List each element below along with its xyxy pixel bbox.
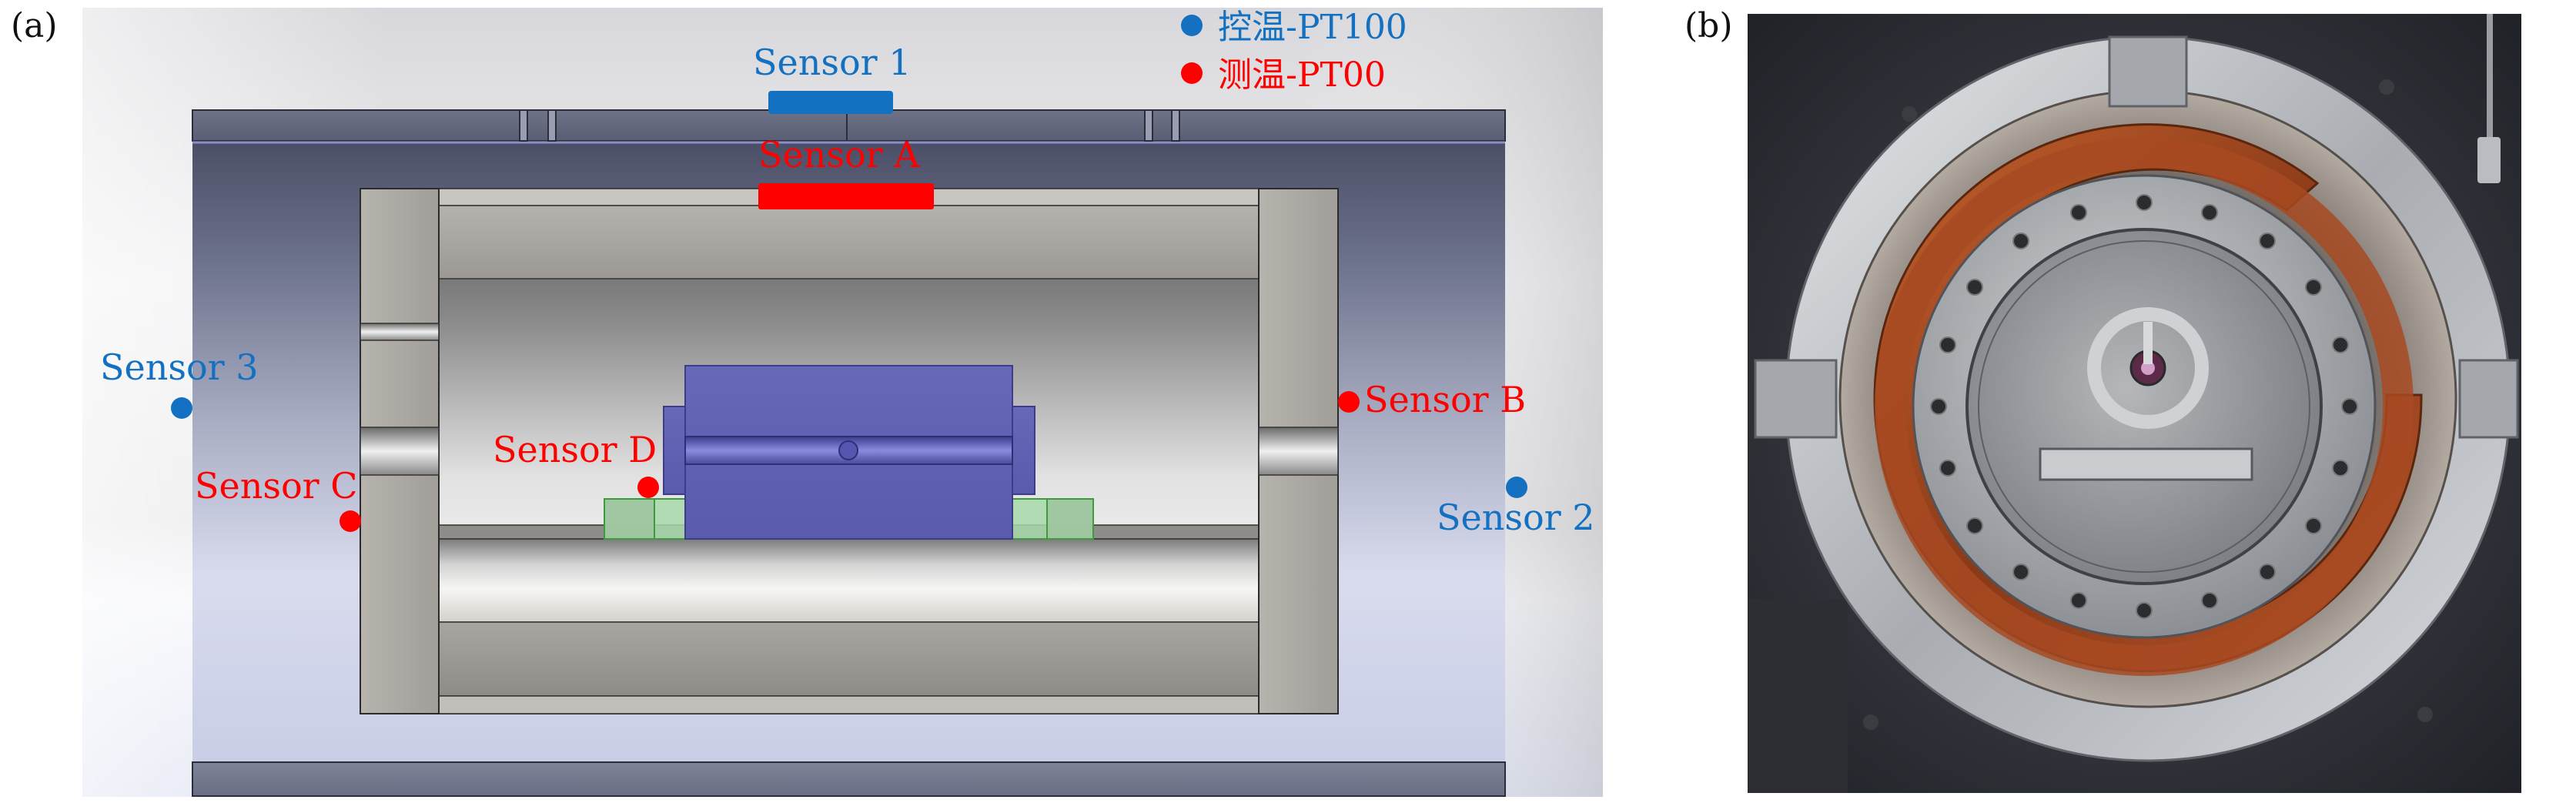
sensor-2-dot bbox=[1506, 477, 1527, 498]
sensor-b-dot bbox=[1338, 391, 1360, 413]
housing-screws bbox=[1863, 79, 2433, 730]
sensor-d-dot bbox=[637, 477, 659, 498]
panel-label-b: (b) bbox=[1684, 6, 1733, 45]
crystal-mount-bar bbox=[2039, 447, 2253, 481]
legend-control-marker bbox=[1181, 15, 1203, 36]
sensor-c-dot bbox=[340, 510, 361, 532]
legend: 控温-PT100 测温-PT00 bbox=[1181, 8, 1407, 95]
sensor-c-label: Sensor C bbox=[195, 465, 357, 507]
sensor-a-label: Sensor A bbox=[758, 134, 920, 176]
legend-measure-marker bbox=[1181, 62, 1203, 84]
optical-window bbox=[1965, 228, 2323, 585]
sensor-3-dot bbox=[171, 397, 192, 419]
outer-top-flange bbox=[192, 109, 1506, 142]
cross-section-diagram: Sensor 1 Sensor A Sensor 3 Sensor B Sens… bbox=[82, 8, 1603, 797]
sensor-a-pad bbox=[758, 183, 934, 209]
sensor-b-label: Sensor B bbox=[1364, 379, 1526, 420]
sensor-1-label: Sensor 1 bbox=[753, 42, 912, 83]
panel-label-a: (a) bbox=[11, 6, 58, 45]
inner-lower-cylinder bbox=[438, 538, 1260, 623]
apparatus-photo bbox=[1748, 14, 2521, 793]
sensor-d-label: Sensor D bbox=[493, 429, 657, 470]
bolt-holes bbox=[1930, 194, 2358, 619]
legend-control-label: 控温-PT100 bbox=[1218, 8, 1407, 47]
inner-top-wall bbox=[438, 205, 1260, 279]
sensor-3-label: Sensor 3 bbox=[100, 346, 259, 388]
legend-measure-label: 测温-PT00 bbox=[1218, 55, 1386, 95]
sensor-1-pad bbox=[768, 91, 893, 114]
sensor-2-label: Sensor 2 bbox=[1437, 497, 1595, 538]
outer-bottom-flange bbox=[192, 761, 1506, 797]
